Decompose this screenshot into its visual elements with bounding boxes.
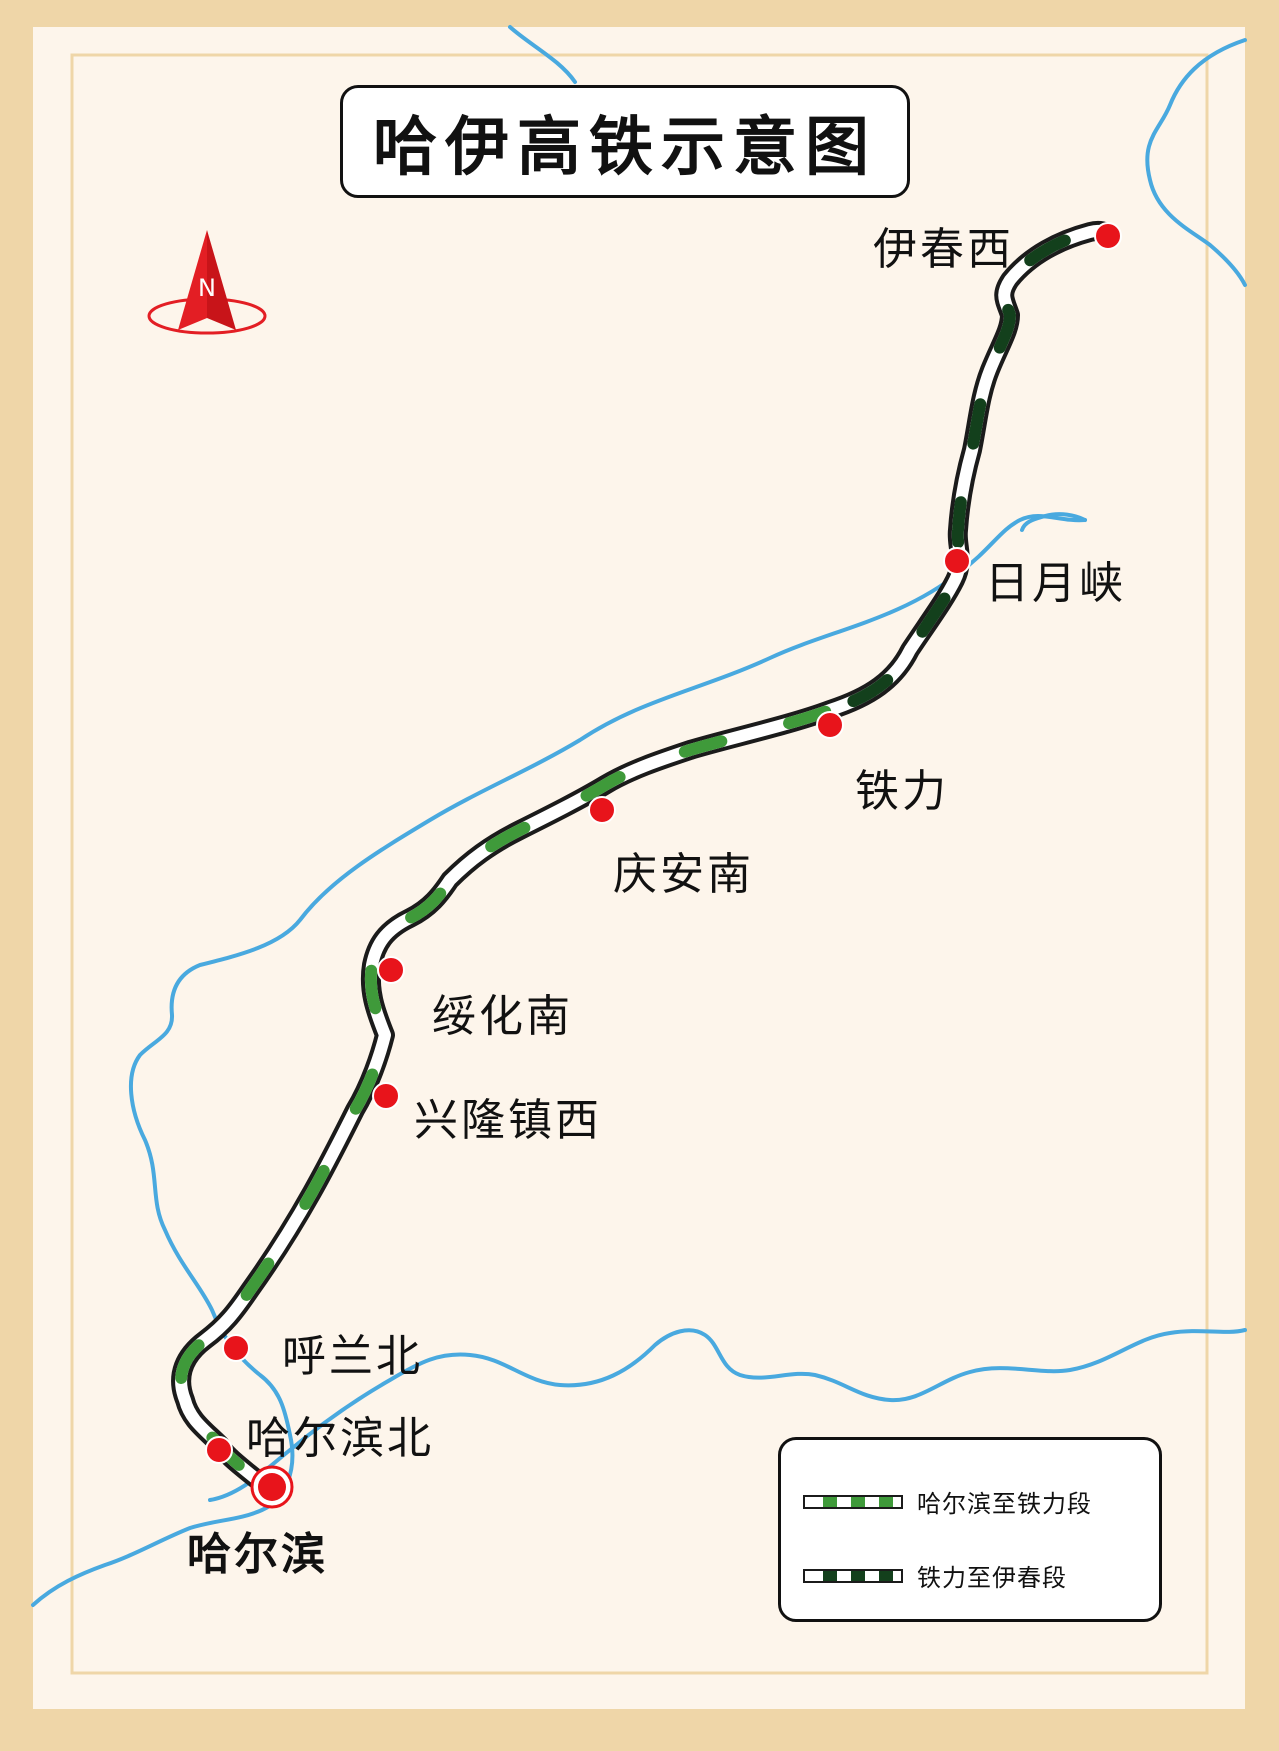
station-label-yichun-west: 伊春西 xyxy=(873,224,1014,275)
legend-label-harbin-tieli: 哈尔滨至铁力段 xyxy=(917,1490,1092,1518)
map-inner-border xyxy=(70,53,1209,1675)
river-top-left xyxy=(508,25,577,84)
station-dot-yichun-west xyxy=(1094,222,1122,250)
station-dot-harbin xyxy=(258,1473,286,1501)
station-dot-riyuexia xyxy=(943,547,971,575)
station-label-harbin: 哈尔滨 xyxy=(187,1529,328,1580)
station-dot-suihua-south xyxy=(377,956,405,984)
station-label-harbin-north: 哈尔滨北 xyxy=(246,1413,434,1464)
station-label-tieli: 铁力 xyxy=(855,766,949,817)
map-paper xyxy=(33,27,1245,1709)
river-songhua-main xyxy=(208,1328,1247,1502)
station-label-hulan-north: 呼兰北 xyxy=(282,1331,423,1382)
map-title: 哈伊高铁示意图 xyxy=(373,110,877,185)
station-dot-hulan-north xyxy=(222,1334,250,1362)
station-label-qingan-south: 庆安南 xyxy=(613,849,754,900)
station-label-xinglongzhen-west: 兴隆镇西 xyxy=(414,1095,602,1146)
legend-item-harbin-tieli: 哈尔滨至铁力段 xyxy=(803,1484,1092,1519)
station-dot-qingan-south xyxy=(588,796,616,824)
compass-letter: N xyxy=(198,274,216,302)
rail-segment-harbin-tieli xyxy=(175,224,1116,1496)
legend-swatch-tieli-yichun-icon xyxy=(803,1568,903,1583)
station-dot-tieli xyxy=(816,711,844,739)
legend: 哈尔滨至铁力段 铁力至伊春段 xyxy=(778,1437,1162,1622)
river-riyuexia-spur xyxy=(1020,512,1087,532)
title-box: 哈伊高铁示意图 xyxy=(340,85,910,198)
north-arrow-shade-icon xyxy=(207,230,236,330)
compass: N xyxy=(147,230,267,335)
station-markers xyxy=(205,222,1122,1509)
station-label-suihua-south: 绥化南 xyxy=(432,991,573,1042)
legend-swatch-harbin-tieli-icon xyxy=(803,1494,903,1509)
north-arrow-icon xyxy=(178,230,207,330)
legend-item-tieli-yichun: 铁力至伊春段 xyxy=(803,1558,1067,1593)
station-dot-harbin-north xyxy=(205,1436,233,1464)
station-label-riyuexia: 日月峡 xyxy=(985,558,1126,609)
legend-label-tieli-yichun: 铁力至伊春段 xyxy=(917,1564,1067,1592)
station-dot-xinglongzhen-west xyxy=(372,1082,400,1110)
river-top-right xyxy=(1145,38,1247,287)
